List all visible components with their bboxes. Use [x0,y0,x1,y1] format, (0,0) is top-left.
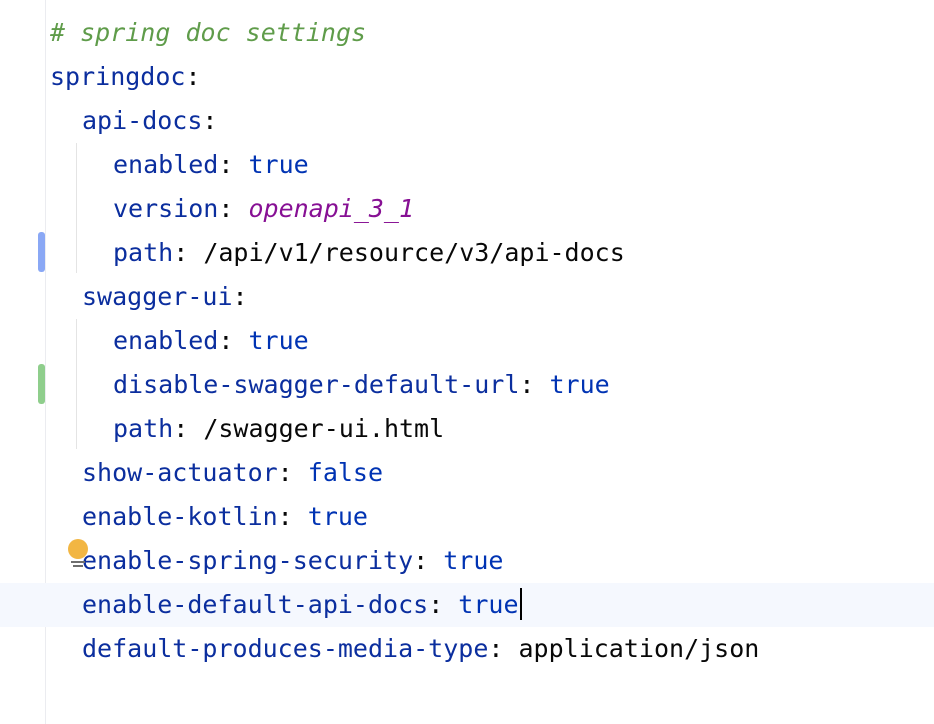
yaml-separator: : [185,62,201,91]
yaml-key: swagger-ui [82,282,233,311]
yaml-value: true [443,546,504,575]
code-line[interactable]: path: /api/v1/resource/v3/api-docs [0,231,934,275]
yaml-key: default-produces-media-type [82,634,489,663]
code-line[interactable]: # spring doc settings [0,11,934,55]
yaml-key: version [113,194,219,223]
code-line[interactable]: swagger-ui: [0,275,934,319]
code-line[interactable]: springdoc: [0,55,934,99]
yaml-key: path [113,414,174,443]
code-line[interactable]: path: /swagger-ui.html [0,407,934,451]
yaml-value: true [248,150,309,179]
yaml-separator: : [202,106,218,135]
code-line[interactable]: disable-swagger-default-url: true [0,363,934,407]
yaml-separator: : [277,458,308,487]
code-line[interactable]: enable-kotlin: true [0,495,934,539]
text-caret [519,588,522,620]
current-code-line[interactable]: enable-default-api-docs: true [0,583,934,627]
yaml-separator: : [277,502,308,531]
yaml-value: false [307,458,384,487]
yaml-value: /api/v1/resource/v3/api-docs [203,238,625,267]
yaml-separator: : [218,326,249,355]
yaml-key: enable-kotlin [82,502,278,531]
yaml-separator: : [218,150,249,179]
yaml-key: enabled [113,326,219,355]
yaml-value: application/json [518,634,760,663]
code-line[interactable]: api-docs: [0,99,934,143]
yaml-value: true [549,370,610,399]
yaml-key: api-docs [82,106,203,135]
yaml-separator: : [428,590,459,619]
yaml-key: enabled [113,150,219,179]
yaml-comment: # spring doc settings [50,18,367,47]
code-line[interactable]: show-actuator: false [0,451,934,495]
indent-guide [76,319,77,449]
yaml-separator: : [173,414,204,443]
yaml-key: springdoc [50,62,186,91]
yaml-key: show-actuator [82,458,278,487]
yaml-value: true [248,326,309,355]
code-line[interactable]: enabled: true [0,143,934,187]
yaml-separator: : [173,238,204,267]
code-line[interactable]: default-produces-media-type: application… [0,627,934,671]
modified-line-marker[interactable] [38,232,45,272]
yaml-value: true [307,502,368,531]
yaml-separator: : [232,282,248,311]
indent-guide [76,143,77,273]
yaml-value: openapi_3_1 [248,194,415,223]
yaml-value: /swagger-ui.html [203,414,445,443]
code-line[interactable]: enabled: true [0,319,934,363]
yaml-separator: : [488,634,519,663]
yaml-separator: : [413,546,444,575]
yaml-separator: : [519,370,550,399]
lightbulb-icon[interactable] [66,538,90,567]
yaml-key: enable-spring-security [82,546,414,575]
yaml-value: true [458,590,519,619]
yaml-key: enable-default-api-docs [82,590,429,619]
yaml-key: path [113,238,174,267]
yaml-key: disable-swagger-default-url [113,370,520,399]
yaml-separator: : [218,194,249,223]
code-line[interactable]: enable-spring-security: true [0,539,934,583]
added-line-marker[interactable] [38,364,45,404]
code-line[interactable]: version: openapi_3_1 [0,187,934,231]
gutter-divider [45,0,46,724]
